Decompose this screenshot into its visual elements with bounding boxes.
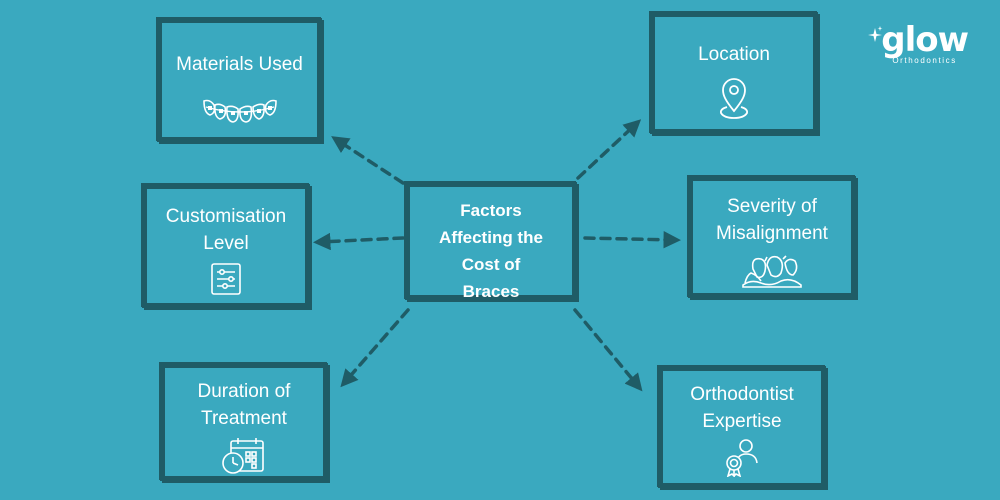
arrow-to-materials bbox=[331, 136, 405, 185]
severity-line-2: Misalignment bbox=[716, 223, 828, 244]
duration-of-treatment-box: Duration of Treatment bbox=[160, 363, 328, 481]
logo-subtitle: Orthodontics bbox=[892, 56, 957, 65]
expertise-line-1: Orthodontist bbox=[690, 384, 794, 405]
location-label: Location bbox=[698, 44, 770, 65]
logo-wordmark: glow bbox=[881, 20, 969, 60]
materials-used-box: Materials Used bbox=[157, 18, 322, 142]
calendar-clock-icon bbox=[221, 436, 267, 484]
duration-line-1: Duration of bbox=[197, 381, 291, 402]
customisation-line-1: Customisation bbox=[165, 206, 287, 227]
arrow-to-duration bbox=[340, 308, 410, 388]
sliders-document-icon bbox=[208, 261, 244, 305]
arrow-to-severity bbox=[583, 231, 681, 249]
location-pin-icon bbox=[717, 77, 751, 129]
arrow-to-location bbox=[576, 119, 642, 180]
sparkle-icon bbox=[867, 26, 883, 51]
misaligned-teeth-icon bbox=[741, 253, 803, 297]
center-topic-box: Factors Affecting the Cost of Braces bbox=[405, 182, 577, 301]
severity-of-misalignment-box: Severity of Misalignment bbox=[688, 176, 856, 298]
center-line-4: Braces bbox=[462, 282, 520, 301]
severity-line-1: Severity of bbox=[727, 196, 817, 217]
arrow-to-expertise bbox=[573, 308, 643, 392]
center-line-1: Factors bbox=[460, 201, 522, 220]
certified-person-icon bbox=[722, 437, 762, 485]
glow-orthodontics-logo: glow Orthodontics bbox=[868, 20, 969, 65]
location-box: Location bbox=[650, 12, 818, 134]
center-line-3: Cost of bbox=[461, 255, 521, 274]
center-line-2: Affecting the bbox=[439, 228, 543, 247]
duration-line-2: Treatment bbox=[201, 408, 287, 429]
customisation-level-box: Customisation Level bbox=[142, 184, 310, 308]
customisation-line-2: Level bbox=[203, 233, 249, 254]
orthodontist-expertise-box: Orthodontist Expertise bbox=[658, 366, 826, 488]
materials-used-label: Materials Used bbox=[176, 54, 303, 75]
arrow-to-customisation bbox=[313, 232, 405, 251]
braces-teeth-icon bbox=[200, 95, 280, 133]
expertise-line-2: Expertise bbox=[702, 411, 782, 432]
